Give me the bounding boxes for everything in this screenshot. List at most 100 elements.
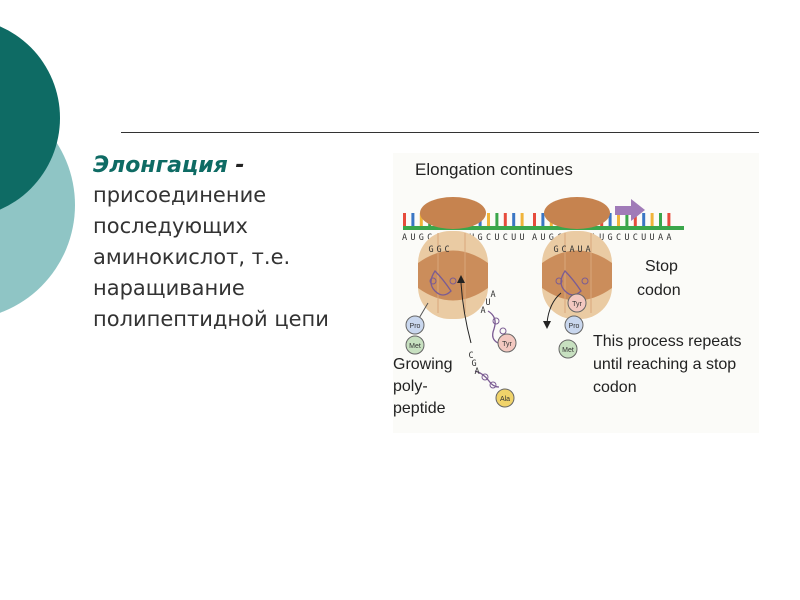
- body-line-3: аминокислот, т.е.: [93, 245, 291, 269]
- left-anticodon-letter: G: [436, 245, 441, 255]
- right-mrna-base-tick: [608, 213, 612, 226]
- right-ribosome: [542, 197, 612, 319]
- left-mrna-base-letter: A: [402, 233, 407, 243]
- left-peptide-chain: Pro Met: [405, 302, 429, 355]
- right-peptide-chain: Tyr Pro Met: [558, 293, 587, 359]
- ala-label: Ala: [500, 396, 510, 403]
- left-mrna-backbone: [403, 226, 531, 230]
- figure-title: Elongation continues: [415, 160, 573, 179]
- incoming-trna: [487, 310, 507, 344]
- left-mrna-base-tick: [411, 213, 415, 226]
- free-trna: [474, 370, 500, 389]
- arrow-shaft: [615, 206, 631, 215]
- right-mrna-base-tick: [617, 213, 620, 226]
- growing-label-1: Growing: [393, 356, 453, 373]
- body-line-1: присоединение: [93, 183, 267, 207]
- process-label-2: until reaching a stop: [593, 356, 736, 373]
- left-large-subunit: [420, 197, 486, 229]
- free-anticodon-letter: C: [468, 351, 473, 361]
- right-anticodon-letter: C: [561, 245, 566, 255]
- right-mrna-base-tick: [633, 213, 637, 226]
- met-label-right: Met: [562, 347, 574, 354]
- left-curved-arrow-head: [457, 275, 465, 283]
- translocation-arrow: [615, 199, 645, 221]
- right-mrna-base-letter: A: [666, 233, 671, 243]
- pro-bead-right: [564, 315, 584, 335]
- right-mrna-base-letter: C: [616, 233, 621, 243]
- definition-text: Элонгация - присоединение последующих ам…: [93, 152, 393, 335]
- left-mrna-base-letter: C: [503, 233, 508, 243]
- tyr-bead-incoming: [497, 333, 517, 353]
- pro-label-right: Pro: [569, 323, 580, 330]
- right-mrna-base-tick: [667, 213, 671, 226]
- right-large-subunit: [544, 197, 610, 229]
- left-mrna-base-letter: U: [410, 233, 415, 243]
- left-mrna-base-letter: C: [486, 233, 491, 243]
- stop-codon-label-2: codon: [637, 282, 681, 299]
- dark-teal-circle: [0, 26, 60, 210]
- incoming-anticodon-letter: U: [485, 298, 490, 308]
- right-mrna-base-letter: U: [624, 233, 629, 243]
- pro-label-left: Pro: [410, 323, 421, 330]
- right-mrna-backbone: [529, 226, 684, 230]
- left-mrna-base-letter: U: [494, 233, 499, 243]
- left-mrna-base-tick: [503, 213, 507, 226]
- body-line-5: полипептидной цепи: [93, 307, 329, 331]
- right-anticodon-letter: G: [553, 245, 558, 255]
- left-mrna-base-tick: [495, 213, 499, 226]
- right-mrna-base-letter: A: [658, 233, 663, 243]
- right-mrna-base-letter: G: [608, 233, 613, 243]
- left-anticodon-letter: C: [444, 245, 449, 255]
- left-mrna-base-letter: U: [511, 233, 516, 243]
- body-line-2: последующих: [93, 214, 248, 238]
- left-mrna-base-tick: [512, 213, 516, 226]
- stop-codon-label-1: Stop: [645, 258, 678, 275]
- right-curved-arrow: [546, 292, 562, 324]
- left-ribosome: [418, 197, 488, 319]
- right-mrna-base-tick: [625, 213, 629, 226]
- tyr-bead-right: [567, 293, 587, 313]
- process-label-1: This process repeats: [593, 333, 742, 350]
- decorative-circles: [0, 26, 75, 313]
- heading-term: Элонгация: [93, 153, 228, 178]
- left-mrna-base-tick: [403, 213, 406, 226]
- right-anticodon-letter: U: [577, 245, 582, 255]
- right-mrna-base-letter: U: [599, 233, 604, 243]
- met-bead-right: [558, 339, 578, 359]
- left-mrna-base-tick: [487, 213, 490, 226]
- growing-label-2: poly-: [393, 378, 428, 395]
- right-anticodon-letter: A: [569, 245, 574, 255]
- left-anticodon-letter: G: [428, 245, 433, 255]
- heading-dash: -: [227, 153, 245, 178]
- right-curved-arrow-head: [543, 321, 551, 329]
- arrow-head: [631, 199, 645, 221]
- tyr-label-incoming: Tyr: [502, 341, 512, 348]
- movement-arrows: [457, 275, 562, 344]
- left-mrna-base-letter: C: [427, 233, 432, 243]
- ala-bead: [495, 388, 515, 408]
- growing-label-3: peptide: [393, 400, 446, 417]
- pro-bead-left: [405, 315, 425, 335]
- process-label-3: codon: [593, 379, 637, 396]
- elongation-diagram: Elongation continues AUGCCGUAUGCUCUU AUG…: [393, 153, 759, 433]
- right-mrna-base-tick: [541, 213, 545, 226]
- right-mrna-base-letter: U: [540, 233, 545, 243]
- left-mrna-base-letter: G: [419, 233, 424, 243]
- left-subunit-band: [418, 250, 488, 301]
- right-mrna-base-tick: [533, 213, 536, 226]
- right-mrna-base-letter: G: [549, 233, 554, 243]
- right-mrna-base-letter: U: [650, 233, 655, 243]
- left-curved-arrow: [460, 282, 472, 344]
- left-trna: [429, 269, 457, 296]
- free-trna-anticodon: CGA: [468, 351, 479, 377]
- right-mrna-base-letter: A: [532, 233, 537, 243]
- right-anticodon-letter: A: [585, 245, 590, 255]
- free-anticodon-letter: G: [471, 359, 476, 369]
- title-divider-line: [121, 132, 759, 133]
- free-anticodon-letter: A: [474, 367, 479, 377]
- right-mrna-base-tick: [659, 213, 662, 226]
- elongation-figure: Elongation continues AUGCCGUAUGCUCUU AUG…: [393, 153, 759, 433]
- incoming-trna-anticodon: AUA: [480, 290, 495, 316]
